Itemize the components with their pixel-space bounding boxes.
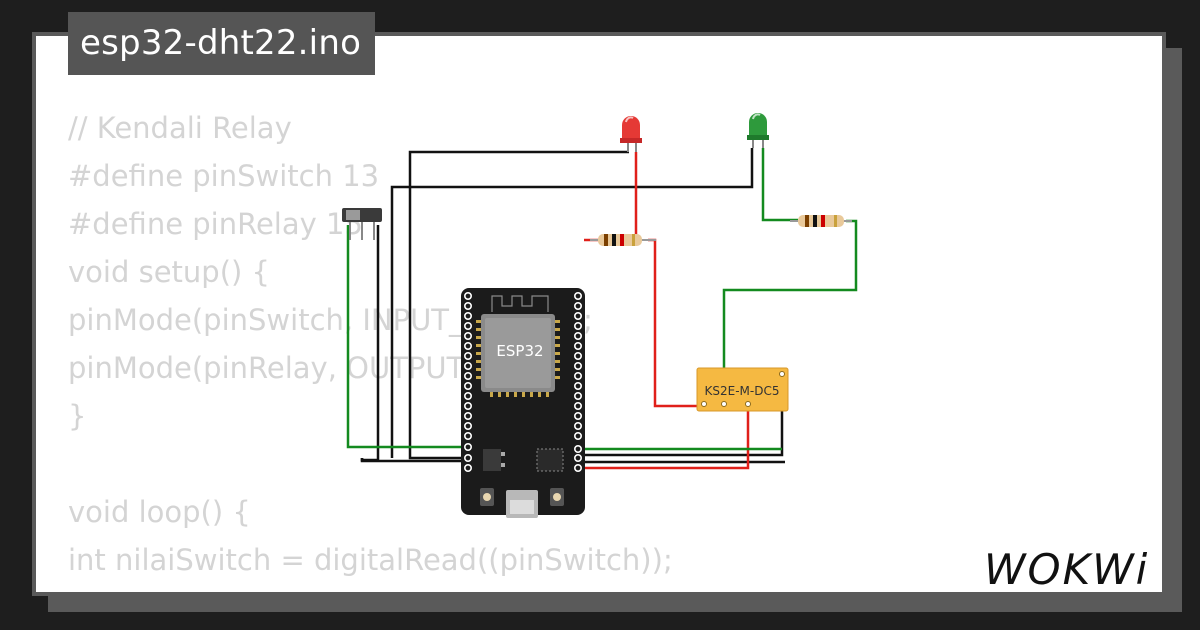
code-line: // Kendali Relay	[68, 111, 292, 145]
wire-red-relay	[648, 238, 704, 408]
code-line: if (nilaiSwitch == 0) {	[68, 584, 673, 592]
wokwi-logo: WOKWi	[984, 545, 1149, 594]
code-line: int nilaiSwitch = digitalRead((pinSwitch…	[68, 543, 673, 577]
pin-header-right	[573, 291, 582, 472]
preview-card: // Kendali Relay #define pinSwitch 13 #d…	[32, 32, 1166, 596]
code-line: }	[68, 399, 87, 433]
slide-switch[interactable]	[342, 208, 382, 240]
code-line: void loop() {	[68, 495, 251, 529]
red-wires	[578, 152, 750, 470]
esp32-label: ESP32	[496, 342, 543, 360]
wire-black-led-red	[408, 150, 629, 460]
circuit-diagram: KS2E-M-DC5 ESP32	[342, 113, 858, 518]
wire-black-led-green	[390, 148, 754, 458]
relay-module[interactable]: KS2E-M-DC5	[696, 367, 789, 412]
wire-green-led	[761, 148, 798, 222]
led-red[interactable]	[620, 116, 642, 152]
wire-black-switch	[360, 225, 380, 462]
relay-label: KS2E-M-DC5	[705, 384, 780, 398]
code-line: void setup() {	[68, 255, 270, 289]
wire-green-relay	[722, 219, 858, 404]
esp32-board[interactable]: ESP32	[461, 288, 585, 518]
wire-black-bottom	[360, 458, 470, 463]
wokwi-logo-text: WOKWi	[984, 545, 1149, 594]
code-line: #define pinSwitch 13	[68, 159, 380, 193]
led-green[interactable]	[747, 113, 769, 148]
code-editor-background: // Kendali Relay #define pinSwitch 13 #d…	[68, 104, 673, 592]
green-wires	[346, 148, 858, 451]
file-title: esp32-dht22.ino	[68, 12, 376, 75]
pin-header-left	[463, 291, 472, 472]
code-line: #define pinRelay 15	[68, 207, 363, 241]
resistor-1[interactable]	[590, 234, 656, 246]
wire-red-gpio	[578, 404, 750, 470]
resistor-2[interactable]	[790, 215, 852, 227]
black-wires	[360, 148, 785, 464]
wire-green-switch	[346, 225, 470, 449]
